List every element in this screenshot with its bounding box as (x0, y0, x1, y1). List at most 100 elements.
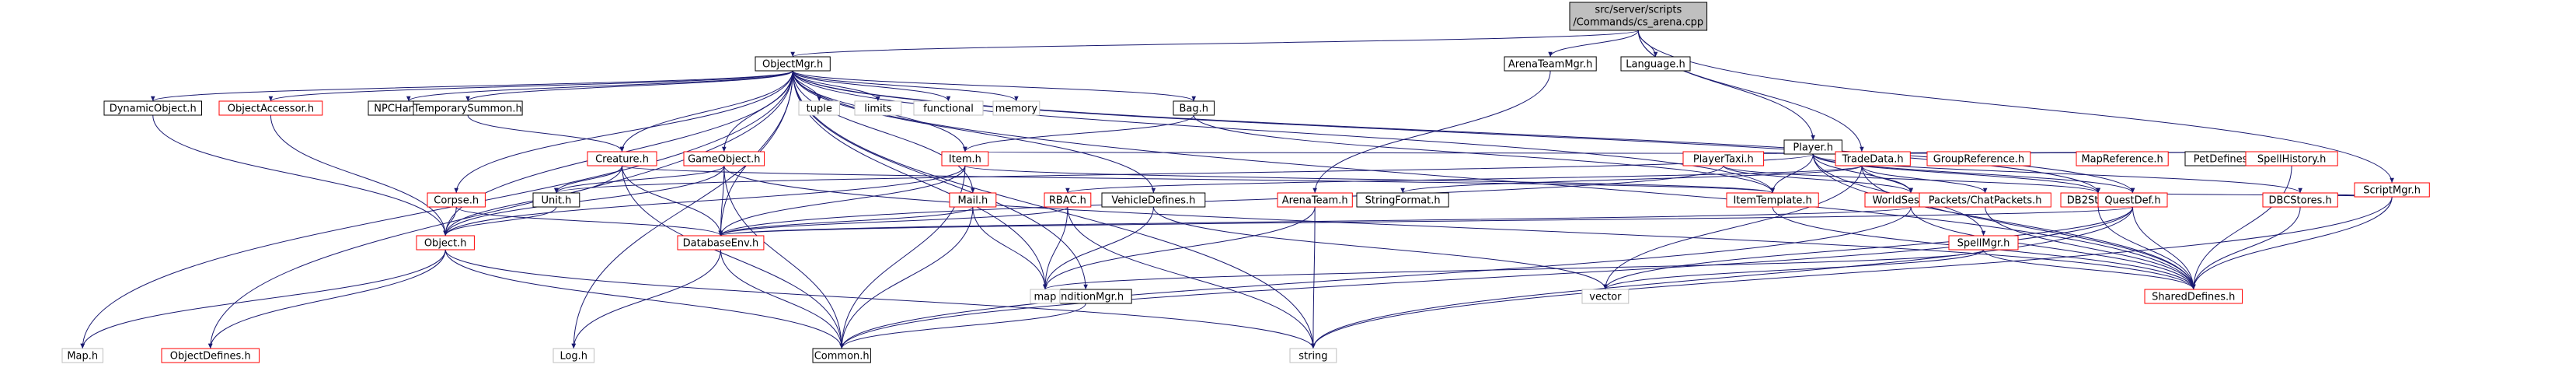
node-mapreference[interactable]: MapReference.h (2076, 151, 2169, 166)
node-objectmgr[interactable]: ObjectMgr.h (755, 56, 831, 72)
node-label-map: map (1034, 292, 1057, 303)
edge-chat-to-packetschat (1861, 165, 1988, 194)
node-objectaccessor[interactable]: ObjectAccessor.h (218, 100, 323, 116)
node-arenateam[interactable]: ArenaTeam.h (1277, 192, 1353, 208)
node-box-arenateammgr (1504, 56, 1597, 72)
edge-arenateam-to-string (1311, 206, 1316, 349)
node-spellmgr[interactable]: SpellMgr.h (1948, 235, 2019, 251)
node-player[interactable]: Player.h (1783, 139, 1842, 155)
node-box-memory (992, 100, 1041, 116)
edge-databaseenv-to-common (720, 249, 844, 349)
edge-gameobject-to-databaseenv (718, 165, 725, 237)
edge-mail-to-common (839, 206, 974, 349)
edge-gameobject-to-common (723, 165, 844, 349)
edge-objectmgr-to-corpse (454, 70, 793, 194)
node-language[interactable]: Language.h (1620, 56, 1691, 72)
edge-item-to-common (839, 165, 966, 349)
node-arenateammgr[interactable]: ArenaTeamMgr.h (1504, 56, 1597, 72)
edge-objectmgr-to-itemtemplate (792, 70, 1775, 194)
node-label-functional: functional (923, 103, 974, 115)
node-itemtemplate[interactable]: ItemTemplate.h (1726, 192, 1819, 208)
edge-item-to-itemtemplate (964, 165, 1775, 194)
node-tuple: tuple (798, 100, 840, 116)
node-label-tradedata: TradeData.h (1842, 154, 1904, 166)
node-label-dynamicobject: DynamicObject.h (110, 103, 197, 115)
node-label-root: /Commands/cs_arena.cpp (1573, 17, 1703, 29)
node-vehicledefines[interactable]: VehicleDefines.h (1101, 192, 1206, 208)
node-rbac[interactable]: RBAC.h (1044, 192, 1092, 208)
node-objectdefines[interactable]: ObjectDefines.h (161, 348, 260, 363)
node-box-objectdefines (161, 348, 260, 363)
node-unit[interactable]: Unit.h (532, 192, 580, 208)
node-tempsummon[interactable]: TemporarySummon.h (413, 100, 523, 116)
node-box-databaseenv (677, 235, 765, 251)
edge-object-to-mapH (80, 249, 446, 349)
node-vector: vector (1581, 289, 1630, 304)
edge-gameobject-to-object (443, 165, 725, 237)
node-root[interactable]: src/server/scripts/Commands/cs_arena.cpp (1569, 2, 1708, 31)
node-label-player: Player.h (1793, 142, 1833, 154)
node-shareddefines[interactable]: SharedDefines.h (2144, 289, 2243, 304)
node-label-bag: Bag.h (1179, 103, 1208, 115)
node-databaseenv[interactable]: DatabaseEnv.h (677, 235, 765, 251)
node-dynamicobject[interactable]: DynamicObject.h (103, 100, 202, 116)
node-stringformat[interactable]: StringFormat.h (1356, 192, 1449, 208)
node-label-conditionmgr: ConditionMgr.h (1047, 292, 1124, 303)
file-nodes: src/server/scripts/Commands/cs_arena.cpp… (61, 2, 2430, 363)
edge-objectmgr-to-questdef (792, 70, 2135, 194)
node-box-mail (949, 192, 997, 208)
node-label-logh: Log.h (559, 351, 587, 363)
edge-objectmgr-to-string (792, 70, 1316, 349)
node-label-scriptmgr: ScriptMgr.h (2363, 185, 2421, 197)
node-label-vector: vector (1589, 292, 1622, 303)
edge-objectmgr-to-db2stores (792, 70, 2100, 194)
edge-mail-to-databaseenv (718, 206, 974, 237)
edge-objectmgr-to-gameobject (722, 70, 793, 152)
node-box-objectmgr (755, 56, 831, 72)
node-label-objectdefines: ObjectDefines.h (170, 351, 251, 363)
node-box-creature (587, 151, 657, 166)
node-box-stringformat (1356, 192, 1449, 208)
edge-scriptmgr-to-string (1311, 196, 2393, 349)
edge-unit-to-object (443, 206, 557, 237)
edge-creature-to-common (622, 165, 844, 349)
node-label-petdefines: PetDefines.h (2194, 154, 2257, 166)
node-label-mapreference: MapReference.h (2081, 154, 2163, 166)
node-label-databaseenv: DatabaseEnv.h (683, 238, 759, 250)
node-common[interactable]: Common.h (812, 348, 871, 363)
edge-playertaxi-to-worldsession (1723, 165, 1913, 194)
node-spellhistory[interactable]: SpellHistory.h (2245, 151, 2338, 166)
node-dbcstores[interactable]: DBCStores.h (2262, 192, 2338, 208)
node-gameobject[interactable]: GameObject.h (683, 151, 765, 166)
node-item[interactable]: Item.h (941, 151, 989, 166)
edge-objectmgr-to-npchandler (406, 70, 793, 102)
node-label-arenateammgr: ArenaTeamMgr.h (1508, 59, 1593, 71)
node-groupreference[interactable]: GroupReference.h (1926, 151, 2031, 166)
node-box-tradedata (1835, 151, 1911, 166)
edge-objectmgr-to-objectaccessor (268, 70, 793, 102)
node-mail[interactable]: Mail.h (949, 192, 997, 208)
node-scriptmgr[interactable]: ScriptMgr.h (2354, 182, 2430, 198)
node-box-string (1289, 348, 1337, 363)
edge-spellhistory-to-shareddefines (2191, 165, 2292, 290)
edge-object-to-objectdefines (207, 249, 446, 349)
node-packetschat[interactable]: Packets/ChatPackets.h (1919, 192, 2051, 208)
node-label-vehicledefines: VehicleDefines.h (1111, 195, 1195, 207)
node-creature[interactable]: Creature.h (587, 151, 657, 166)
node-object[interactable]: Object.h (416, 235, 475, 251)
node-label-unit: Unit.h (541, 195, 571, 207)
node-label-memory: memory (995, 103, 1038, 115)
node-label-creature: Creature.h (595, 154, 649, 166)
node-box-gameobject (683, 151, 765, 166)
node-conditionmgr[interactable]: ConditionMgr.h (1039, 289, 1132, 304)
edge-player-to-questdef (1812, 153, 2135, 194)
edge-objectmgr-to-tempsummon (465, 70, 793, 102)
node-questdef[interactable]: QuestDef.h (2097, 192, 2168, 208)
edge-spellmgr-to-vector (1603, 249, 1984, 290)
edge-objectmgr-to-dynamicobject (151, 70, 793, 102)
node-playertaxi[interactable]: PlayerTaxi.h (1682, 151, 1765, 166)
edge-db2stores-to-shareddefines (2097, 206, 2196, 290)
node-bag[interactable]: Bag.h (1173, 100, 1215, 116)
node-corpse[interactable]: Corpse.h (427, 192, 486, 208)
node-tradedata[interactable]: TradeData.h (1835, 151, 1911, 166)
